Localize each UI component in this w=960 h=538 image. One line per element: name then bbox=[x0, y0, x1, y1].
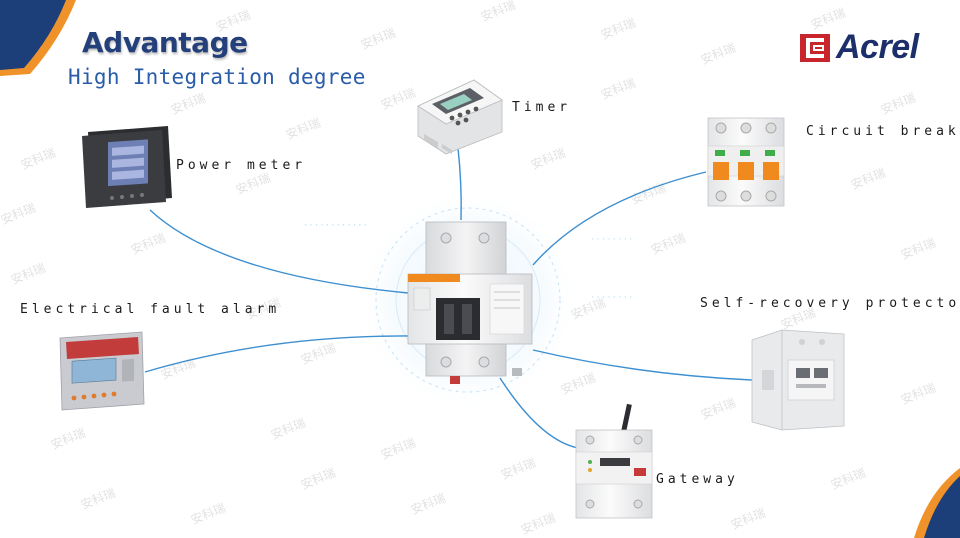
connector-fault-alarm bbox=[144, 335, 413, 373]
connector-self-recovery bbox=[532, 349, 753, 381]
label-gateway: Gateway bbox=[656, 472, 739, 487]
fault-alarm-device-image bbox=[59, 331, 145, 411]
slide-title: Advantage bbox=[82, 26, 248, 59]
connector-circuit-breaker bbox=[532, 171, 707, 266]
label-self-recovery-protector: Self-recovery protector bbox=[700, 296, 960, 311]
label-timer: Timer bbox=[512, 100, 572, 115]
svg-text:············: ············ bbox=[303, 221, 368, 231]
connector-gateway bbox=[499, 377, 579, 449]
label-power-meter: Power meter bbox=[176, 158, 307, 173]
label-electrical-fault-alarm: Electrical fault alarm bbox=[20, 302, 281, 317]
slide-subtitle: High Integration degree bbox=[68, 65, 366, 89]
connector-timer bbox=[457, 147, 462, 221]
self-recovery-device-image bbox=[751, 329, 845, 431]
circuit-breaker-device-image bbox=[707, 117, 785, 207]
brand-logo: Acrel bbox=[800, 28, 919, 67]
timer-device-image bbox=[417, 79, 503, 155]
power-meter-device-image bbox=[82, 126, 172, 208]
connector-power-meter bbox=[149, 209, 409, 294]
corner-decoration-bottom-right bbox=[914, 468, 960, 538]
corner-decoration-top-left bbox=[0, 0, 76, 76]
svg-text:········: ········ bbox=[590, 293, 633, 303]
central-device-image bbox=[407, 221, 533, 384]
acrel-logo-icon bbox=[800, 33, 830, 62]
label-circuit-breaker: Circuit breaker bbox=[806, 124, 960, 139]
svg-text:········: ········ bbox=[590, 235, 633, 245]
brand-name: Acrel bbox=[836, 28, 919, 66]
gateway-device-image bbox=[575, 403, 653, 519]
connector-lines bbox=[144, 147, 753, 449]
